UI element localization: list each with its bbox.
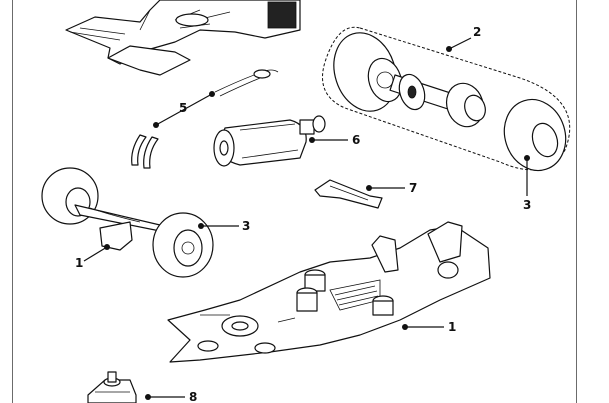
- right-frame-border: [576, 0, 577, 403]
- guide-post-illustration: [87, 371, 137, 403]
- callout-line-1-front: [83, 246, 108, 262]
- callout-label-6: 6: [352, 133, 360, 147]
- callout-dot-7: [366, 185, 372, 191]
- guide-blade-illustration: [314, 179, 383, 209]
- callout-dot-6: [309, 137, 315, 143]
- callout-dot-5a: [153, 122, 159, 128]
- callout-dot-8: [145, 394, 151, 400]
- left-frame-border: [12, 0, 13, 403]
- front-axle-illustration: [41, 167, 214, 278]
- callout-dot-1-front: [104, 244, 110, 250]
- rear-axle-assembly-illustration: [322, 26, 571, 172]
- callout-label-1-chassis: 1: [448, 320, 456, 334]
- callout-dot-5b: [209, 91, 215, 97]
- chassis-illustration: [167, 221, 491, 363]
- callout-label-1-front: 1: [75, 256, 83, 270]
- callout-label-3-front: 3: [242, 219, 250, 233]
- callout-line-5: [155, 93, 213, 126]
- callout-label-3-rear: 3: [523, 198, 531, 212]
- motor-illustration: [213, 115, 326, 167]
- guide-braid-illustration: [131, 69, 279, 169]
- callout-dot-3-rear: [524, 155, 530, 161]
- callout-label-2: 2: [473, 25, 481, 39]
- car-body-nose-illustration: [65, 0, 301, 76]
- callout-label-8: 8: [189, 390, 197, 403]
- callout-label-5: 5: [179, 101, 187, 115]
- callout-label-7: 7: [409, 181, 417, 195]
- callout-dot-3-front: [198, 223, 204, 229]
- callout-line-2: [448, 37, 472, 50]
- callout-dot-2: [446, 46, 452, 52]
- callout-dot-1-chassis: [402, 324, 408, 330]
